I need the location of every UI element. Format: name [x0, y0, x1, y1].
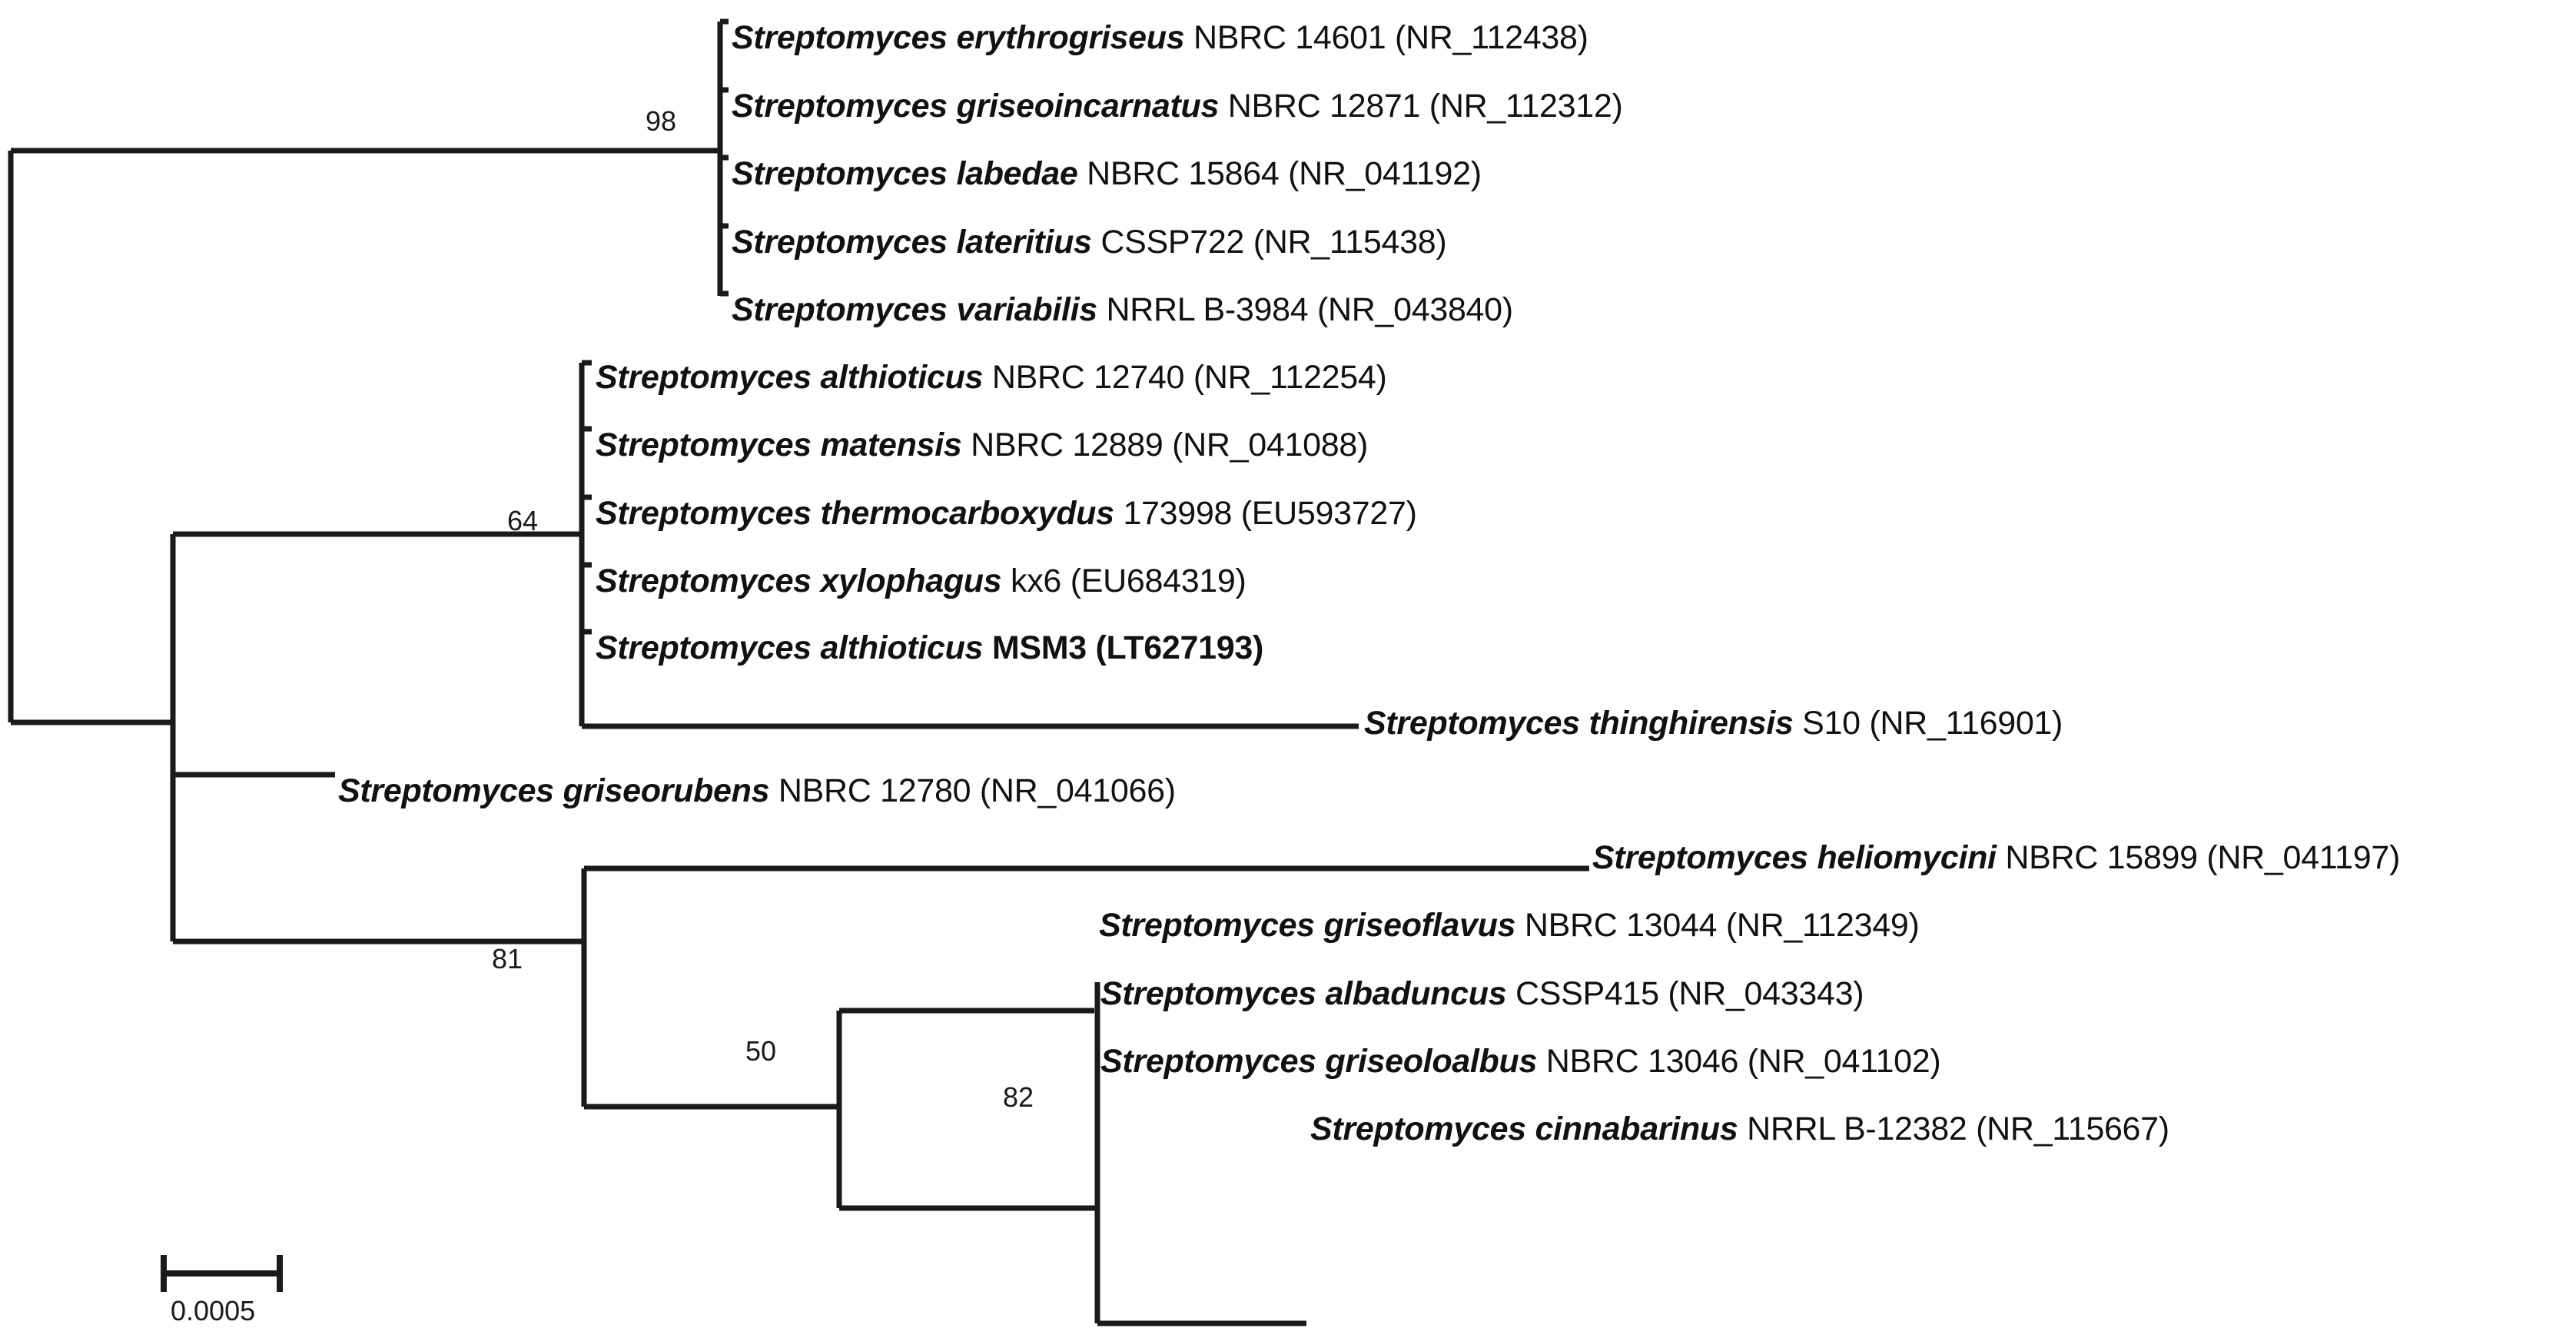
bootstrap-value-node-82: 82 [1003, 1081, 1034, 1113]
taxon-label-albaduncus: Streptomyces albaduncus CSSP415 (NR_0433… [1100, 978, 1864, 1011]
taxon-label-thinghirensis: Streptomyces thinghirensis S10 (NR_11690… [1364, 707, 2063, 740]
taxon-species-name: Streptomyces albaduncus [1100, 975, 1516, 1012]
taxon-species-name: Streptomyces althioticus [596, 359, 992, 396]
taxon-label-variabilis: Streptomyces variabilis NRRL B-3984 (NR_… [732, 294, 1513, 327]
taxon-strain-accession: MSM3 (LT627193) [991, 629, 1263, 666]
taxon-label-lateritius: Streptomyces lateritius CSSP722 (NR_1154… [732, 224, 1447, 261]
taxon-strain-accession: NRRL B-12382 (NR_115667) [1747, 1111, 2169, 1147]
bootstrap-value-node-64: 64 [507, 505, 539, 536]
taxon-strain-accession: 173998 (EU593727) [1123, 495, 1417, 532]
taxon-label-cinnabarinus: Streptomyces cinnabarinus NRRL B-12382 (… [1310, 1113, 2169, 1146]
taxon-label-heliomycini: Streptomyces heliomycini NBRC 15899 (NR_… [1592, 842, 2400, 875]
taxon-strain-accession: NRRL B-3984 (NR_043840) [1106, 291, 1514, 328]
taxon-label-althioticus-nbrc: Streptomyces althioticus NBRC 12740 (NR_… [596, 359, 1387, 396]
taxon-label-matensis: Streptomyces matensis NBRC 12889 (NR_041… [596, 429, 1368, 462]
taxon-species-name: Streptomyces heliomycini [1592, 839, 2006, 876]
taxon-label-erythrogriseus: Streptomyces erythrogriseus NBRC 14601 (… [732, 22, 1588, 55]
taxon-label-griseoincarnatus: Streptomyces griseoincarnatus NBRC 12871… [732, 88, 1623, 124]
bootstrap-value-node-50: 50 [745, 1035, 777, 1067]
taxon-strain-accession: NBRC 13044 (NR_112349) [1524, 907, 1920, 944]
taxon-label-althioticus-msm3: Streptomyces althioticus MSM3 (LT627193) [596, 632, 1263, 665]
taxon-species-name: Streptomyces griseorubens [338, 772, 778, 809]
taxon-strain-accession: NBRC 14601 (NR_112438) [1193, 19, 1588, 56]
taxon-label-griseorubens: Streptomyces griseorubens NBRC 12780 (NR… [338, 775, 1176, 808]
taxon-species-name: Streptomyces thinghirensis [1364, 705, 1803, 742]
scale-bar-label: 0.0005 [171, 1295, 256, 1326]
taxon-label-labedae: Streptomyces labedae NBRC 15864 (NR_0411… [732, 158, 1482, 191]
taxon-species-name: Streptomyces griseoflavus [1099, 907, 1525, 944]
taxon-species-name: Streptomyces griseoloalbus [1100, 1043, 1546, 1080]
taxon-species-name: Streptomyces variabilis [732, 291, 1107, 328]
taxon-strain-accession: CSSP722 (NR_115438) [1100, 224, 1447, 261]
taxon-species-name: Streptomyces matensis [596, 427, 971, 463]
taxon-species-name: Streptomyces lateritius [732, 224, 1101, 261]
taxon-strain-accession: S10 (NR_116901) [1802, 705, 2063, 742]
taxon-species-name: Streptomyces xylophagus [596, 563, 1011, 599]
taxon-species-name: Streptomyces cinnabarinus [1310, 1111, 1748, 1147]
taxon-strain-accession: NBRC 12780 (NR_041066) [778, 772, 1176, 809]
taxon-species-name: Streptomyces thermocarboxydus [596, 495, 1124, 532]
bootstrap-value-node-98: 98 [646, 105, 677, 137]
taxon-strain-accession: CSSP415 (NR_043343) [1515, 975, 1864, 1012]
taxon-species-name: Streptomyces griseoincarnatus [732, 88, 1228, 124]
taxon-label-griseoflavus: Streptomyces griseoflavus NBRC 13044 (NR… [1099, 907, 1920, 944]
taxon-strain-accession: NBRC 15899 (NR_041197) [2005, 839, 2401, 876]
taxon-species-name: Streptomyces althioticus [596, 629, 992, 666]
taxon-label-thermocarboxydus: Streptomyces thermocarboxydus 173998 (EU… [596, 497, 1417, 530]
taxon-species-name: Streptomyces labedae [732, 155, 1087, 192]
taxon-strain-accession: NBRC 15864 (NR_041192) [1087, 155, 1482, 192]
taxon-strain-accession: NBRC 12740 (NR_112254) [991, 359, 1387, 396]
taxon-strain-accession: NBRC 13046 (NR_041102) [1545, 1043, 1941, 1080]
taxon-label-xylophagus: Streptomyces xylophagus kx6 (EU684319) [596, 565, 1247, 598]
bootstrap-value-node-81: 81 [492, 943, 523, 974]
taxon-strain-accession: NBRC 12889 (NR_041088) [971, 427, 1368, 463]
taxon-strain-accession: kx6 (EU684319) [1011, 563, 1247, 599]
taxon-strain-accession: NBRC 12871 (NR_112312) [1227, 88, 1623, 124]
taxon-species-name: Streptomyces erythrogriseus [732, 19, 1193, 56]
taxon-label-griseoloalbus: Streptomyces griseoloalbus NBRC 13046 (N… [1100, 1043, 1941, 1080]
